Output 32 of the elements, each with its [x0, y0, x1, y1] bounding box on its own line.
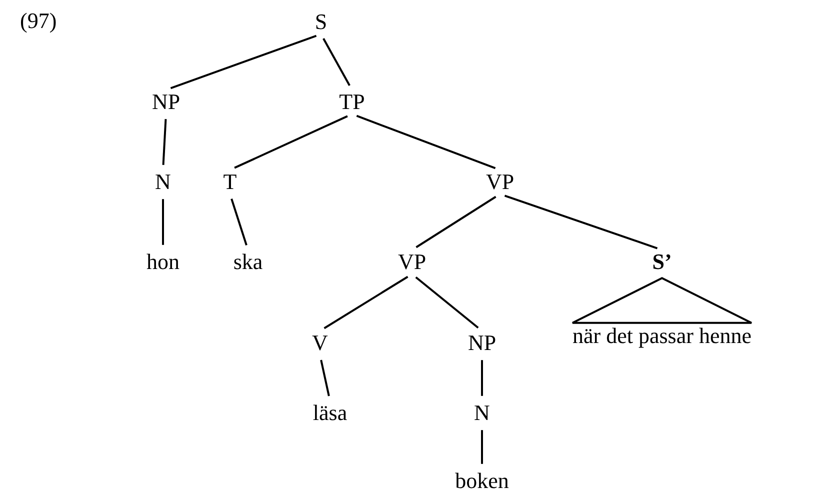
tree-node-label: N [474, 400, 490, 426]
branch-line [356, 114, 496, 170]
tree-node-label: VP [398, 250, 426, 274]
branch-line [504, 194, 658, 250]
branch-line [416, 196, 496, 248]
branch-line [234, 115, 348, 169]
branch-line [320, 360, 330, 396]
branch-line [162, 199, 164, 245]
branch-line [322, 38, 350, 86]
branch-line [481, 360, 483, 396]
triangle-branch [572, 276, 752, 324]
phrase-text: när det passar henne [572, 324, 752, 348]
tree-node-label: hon [146, 250, 180, 274]
tree-node-label: S’ [652, 250, 672, 274]
tree-node-label: V [312, 330, 328, 356]
tree-node-label: läsa [312, 400, 348, 426]
tree-node-label: VP [486, 170, 514, 194]
tree-node-label: TP [339, 90, 365, 114]
branch-line [162, 119, 167, 165]
tree-node-label: N [155, 170, 171, 194]
branch-line [324, 276, 408, 330]
branch-line [415, 276, 479, 329]
tree-node-label: NP [468, 330, 496, 356]
branch-line [481, 430, 483, 464]
tree-node-label: ska [233, 250, 263, 274]
branch-line [170, 34, 317, 90]
tree-node-label: S [314, 10, 328, 34]
tree-node-label: NP [152, 90, 180, 114]
branch-line [230, 198, 248, 246]
tree-node-label: boken [455, 468, 509, 494]
tree-node-label: T [223, 170, 237, 194]
example-number: (97) [20, 9, 57, 34]
